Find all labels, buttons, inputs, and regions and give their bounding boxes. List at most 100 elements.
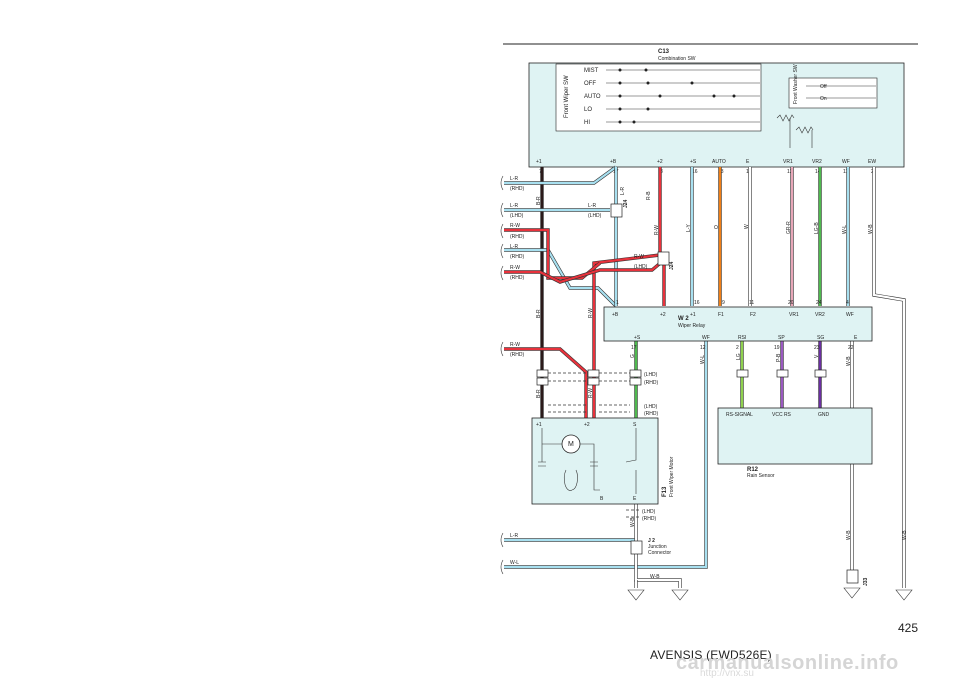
- combo-pin-16: 16: [692, 169, 698, 175]
- relay-pin-23: 23: [814, 345, 820, 351]
- combo-t-vr1: VR1: [783, 159, 793, 165]
- motor-internal-wiring: [538, 428, 637, 494]
- relay-pin-12: 12: [700, 345, 706, 351]
- vlbl-lgb: LG-B: [814, 222, 820, 234]
- vlbl-br-1: B-R: [536, 196, 542, 205]
- model-label: AVENSIS (EWD526E): [650, 648, 772, 662]
- lbl-lr-4: L-R: [510, 533, 518, 539]
- jc-d-id: J33: [863, 577, 869, 586]
- relay-pin-17: 17: [631, 345, 637, 351]
- vlbl-br-3: B-R: [536, 389, 542, 398]
- combo-t-e: E: [746, 159, 750, 165]
- junction-connector-b: [657, 251, 670, 266]
- lbl-rhd-4: (RHD): [510, 275, 524, 281]
- combo-t-plusS: +S: [690, 159, 697, 165]
- relay-t-e: E: [854, 335, 858, 341]
- relay-id: W 2: [678, 316, 689, 322]
- relay-bottom-terminals: +S WF RSI SP SG E: [634, 335, 858, 341]
- watermark-url: http://vnx.su: [700, 668, 754, 679]
- jc-a-id: J24: [623, 199, 629, 208]
- motor-t-s: S: [633, 422, 637, 428]
- junction-connector-a: [610, 203, 623, 218]
- relay-t-wf: WF: [846, 312, 854, 318]
- relay-t-plusS: +S: [634, 335, 641, 341]
- lbl-rw-3: R-W: [510, 342, 520, 348]
- washer-contacts: [776, 85, 876, 148]
- relay-t-sg: SG: [817, 335, 824, 341]
- motor-id: F13: [662, 486, 668, 497]
- relay-pin-1: 1: [616, 300, 619, 306]
- ic-lhd: (LHD): [644, 372, 658, 378]
- vlbl-wl-3: W-L: [700, 355, 706, 364]
- washer-switch-panel: [788, 77, 878, 109]
- jc-c-id: J 2: [648, 538, 655, 544]
- pos-lo: LO: [584, 107, 592, 113]
- combo-pin-11: 11: [843, 169, 848, 175]
- relay-pin-22: 22: [848, 345, 854, 351]
- vlbl-wb-5: W-B: [846, 530, 852, 540]
- sensor-terminals: RS-SIGNAL VCC RS GND: [726, 412, 830, 418]
- inline-connectors: [536, 369, 827, 518]
- relay-name: Wiper Relay: [678, 323, 706, 329]
- motor-t-e: E: [633, 496, 637, 502]
- combo-t-wf: WF: [842, 159, 850, 165]
- lbl-wl: W-L: [510, 560, 519, 566]
- relay-t-plus1: +1: [690, 312, 696, 318]
- rain-sensor-box: [717, 407, 873, 465]
- relay-t-vr2: VR2: [815, 312, 825, 318]
- relay-t-f1: F1: [718, 312, 724, 318]
- relay-pin-16: 16: [694, 300, 700, 306]
- jc-b-id: J24: [669, 261, 675, 270]
- ic-rhd: (RHD): [644, 380, 658, 386]
- relay-top-terminals: +B +2 +1 F1 F2 VR1 VR2 WF: [612, 312, 854, 318]
- ic-rhd-2: (RHD): [644, 411, 658, 417]
- combo-name: Combination SW: [658, 56, 696, 62]
- sensor-name: Rain Sensor: [747, 473, 775, 479]
- lbl-rhd-5: (RHD): [510, 352, 524, 358]
- page-number: 425: [898, 621, 919, 635]
- lbl-rhd-1: (RHD): [510, 186, 524, 192]
- vlbl-wl-2: W-L: [842, 225, 848, 234]
- combo-t-ew: EW: [868, 159, 876, 165]
- relay-pin-19: 19: [774, 345, 780, 351]
- relay-t-rsi: RSI: [738, 335, 746, 341]
- lbl-rw-4: R-W: [634, 254, 644, 260]
- vlbl-lg: LG: [736, 353, 742, 360]
- pos-mist: MIST: [584, 68, 599, 74]
- jc-c-line2: Connector: [648, 550, 671, 556]
- jc-c-line1: Junction: [648, 544, 667, 550]
- motor-t-plus1: +1: [536, 422, 542, 428]
- combo-t-plus2: +2: [657, 159, 663, 165]
- pos-off: OFF: [584, 81, 596, 87]
- lbl-lhd-2: (LHD): [588, 213, 602, 219]
- sensor-t-gnd: GND: [818, 412, 830, 418]
- lbl-wb-1: W-B: [650, 574, 660, 580]
- relay-pin-20: 20: [788, 300, 794, 306]
- lbl-rw-2: R-W: [510, 265, 520, 271]
- combo-t-plusb: +B: [610, 159, 617, 165]
- motor-t-b: B: [600, 496, 604, 502]
- washer-off: Off: [820, 84, 827, 90]
- combo-pin-12: 12: [787, 169, 793, 175]
- lbl-rhd-2: (RHD): [510, 234, 524, 240]
- wiper-switch-positions: MIST OFF AUTO LO HI: [584, 68, 601, 126]
- relay-t-plus2: +2: [660, 312, 666, 318]
- sensor-id: R12: [747, 467, 759, 473]
- front-wiper-sw-label: Front Wiper SW: [564, 75, 570, 118]
- relay-t-vr1: VR1: [789, 312, 799, 318]
- junction-connector-d: [846, 569, 859, 584]
- vlbl-rw-6: R-W: [588, 388, 594, 398]
- lbl-lr-5: L-R: [588, 203, 596, 209]
- front-wiper-motor-box: [531, 417, 659, 505]
- motor-t-plus2: +2: [584, 422, 590, 428]
- lbl-lr-2: L-R: [510, 203, 518, 209]
- front-washer-sw-label: Front Washer SW: [793, 64, 799, 104]
- wiper-relay-box: [603, 306, 873, 342]
- vlbl-wb-6: W-B: [630, 517, 636, 527]
- relay-t-sp: SP: [778, 335, 785, 341]
- vlbl-ly: L-Y: [686, 224, 692, 232]
- inline-connector-labels: (LHD) (RHD) (LHD) (RHD) (LHD) (RHD): [642, 372, 658, 522]
- vlbl-rw-7: R-W: [654, 225, 660, 235]
- wire-color-labels: L-R (RHD) L-R (LHD) R-W (RHD) L-R (RHD) …: [510, 176, 660, 580]
- combo-pin-14: 14: [815, 169, 821, 175]
